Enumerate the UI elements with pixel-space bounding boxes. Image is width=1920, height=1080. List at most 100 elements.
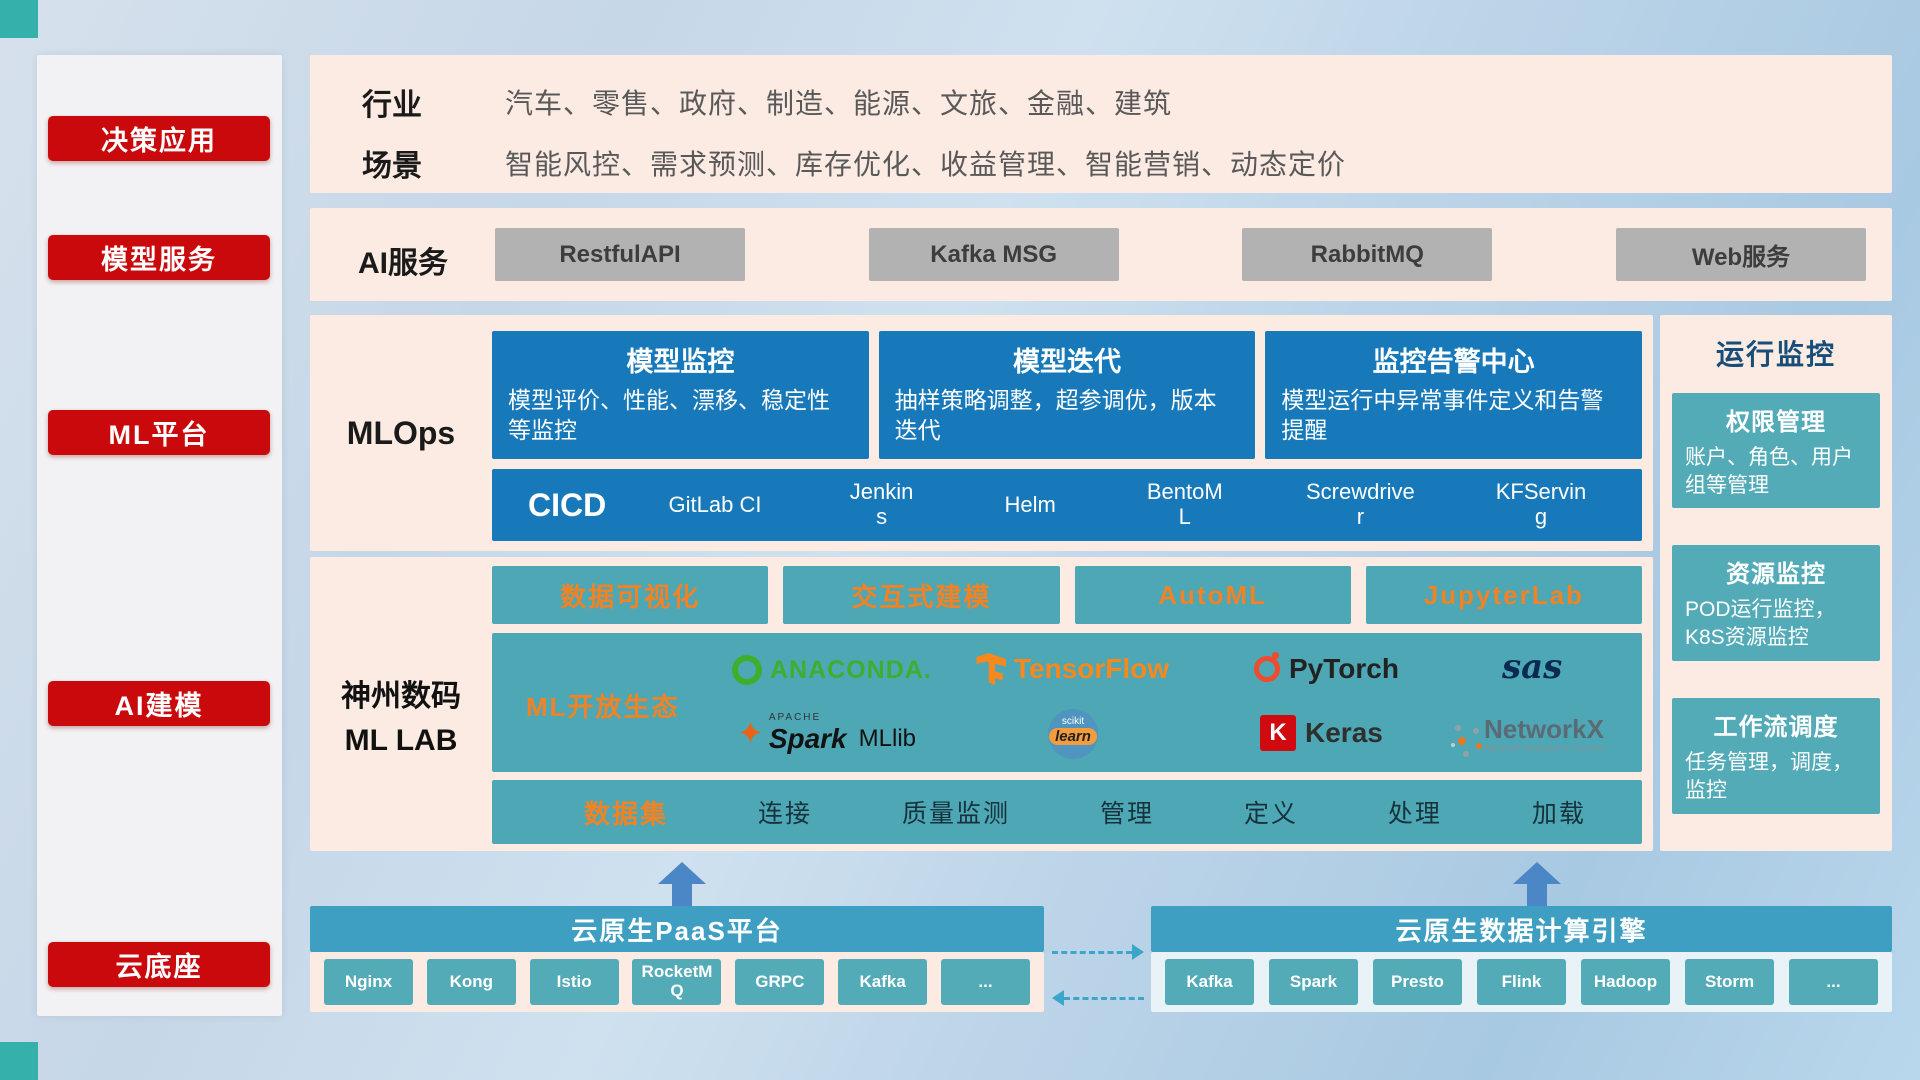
spark-mllib-logo: ✦ APACHE Spark MLlib <box>737 713 916 753</box>
anaconda-icon <box>732 655 762 685</box>
layer-ml-platform: ML平台 <box>48 410 270 455</box>
layer-sidebar: 决策应用 模型服务 ML平台 AI建模 云底座 <box>37 55 282 1016</box>
card-desc: 模型评价、性能、漂移、稳定性等监控 <box>508 387 830 444</box>
dashed-line <box>1052 950 1132 954</box>
cicd-bentoml: BentoML <box>1146 479 1223 529</box>
kafka-engine-box: Kafka <box>1165 959 1254 1005</box>
flink-box: Flink <box>1477 959 1566 1005</box>
more-engine-box: ... <box>1789 959 1878 1005</box>
card-desc: 账户、角色、用户组等管理 <box>1685 446 1853 497</box>
arrow-head <box>1513 862 1561 884</box>
arrow-stem <box>672 884 692 906</box>
layer-ai-modeling: AI建模 <box>48 681 270 726</box>
arrow-head <box>1132 944 1144 960</box>
layer-cloud-base: 云底座 <box>48 942 270 987</box>
up-arrow-left-icon <box>658 862 706 906</box>
paas-platform-bar: 云原生PaaS平台 <box>310 906 1044 952</box>
cicd-screwdriver: Screwdriver <box>1305 479 1415 529</box>
dataset-label: 数据集 <box>584 798 669 829</box>
pytorch-icon <box>1254 652 1280 682</box>
tensorflow-logo: TensorFlow <box>974 653 1169 685</box>
process-label: 处理 <box>1387 800 1442 828</box>
card-desc: 模型运行中异常事件定义和告警提醒 <box>1281 387 1604 444</box>
hadoop-box: Hadoop <box>1581 959 1670 1005</box>
dashed-arrow-right-icon <box>1052 944 1144 960</box>
mlops-cards: 模型监控 模型评价、性能、漂移、稳定性等监控 模型迭代 抽样策略调整，超参调优，… <box>492 331 1643 459</box>
scikit-learn-icon: scikit learn <box>1048 709 1098 759</box>
cicd-label: CICD <box>528 486 607 523</box>
card-title: 模型迭代 <box>1013 347 1121 377</box>
load-label: 加载 <box>1531 800 1586 828</box>
spark-icon: ✦ <box>737 715 764 751</box>
cicd-kfserving: KFServing <box>1495 479 1587 529</box>
kong-box: Kong <box>426 959 516 1005</box>
mlops-panel: MLOps 模型监控 模型评价、性能、漂移、稳定性等监控 模型迭代 抽样策略调整… <box>310 315 1653 551</box>
card-title: 模型监控 <box>626 347 735 377</box>
corner-decor-bottom <box>0 1042 38 1080</box>
keras-wordmark: Keras <box>1305 717 1383 748</box>
workflow-schedule-card: 工作流调度 任务管理，调度，监控 <box>1672 698 1880 814</box>
ml-ecosystem-band: ML开放生态 ANACONDA. TensorFlow PyTorch sas … <box>492 633 1642 772</box>
tensorflow-wordmark: TensorFlow <box>1014 653 1170 684</box>
dataset-pipeline-row: 数据集 连接 质量监测 管理 定义 处理 加载 <box>492 780 1642 844</box>
paas-components-strip: Nginx Kong Istio RocketMQ GRPC Kafka ... <box>310 952 1044 1012</box>
keras-logo: K Keras <box>1260 715 1383 751</box>
manage-label: 管理 <box>1099 800 1154 828</box>
card-title: 资源监控 <box>1726 561 1826 588</box>
presto-box: Presto <box>1373 959 1462 1005</box>
card-title: 工作流调度 <box>1713 714 1839 741</box>
ai-service-panel: AI服务 RestfulAPI Kafka MSG RabbitMQ Web服务 <box>310 208 1892 301</box>
cicd-gitlab-ci: GitLab CI <box>668 491 762 517</box>
mllib-label: MLlib <box>858 725 916 752</box>
tool-interactive-modeling: 交互式建模 <box>783 566 1060 624</box>
arrow-head <box>658 862 706 884</box>
ai-service-buttons: RestfulAPI Kafka MSG RabbitMQ Web服务 <box>495 228 1866 281</box>
mllab-label-line2: ML LAB <box>344 723 458 757</box>
card-desc: 任务管理，调度，监控 <box>1685 751 1853 802</box>
dashed-arrow-left-icon <box>1052 990 1144 1006</box>
corner-decor-top <box>0 0 38 38</box>
card-desc: POD运行监控，K8S资源监控 <box>1685 598 1836 649</box>
define-label: 定义 <box>1243 800 1298 828</box>
tool-data-visualization: 数据可视化 <box>492 566 769 624</box>
card-desc: 抽样策略调整，超参调优，版本迭代 <box>894 387 1217 444</box>
card-title: 监控告警中心 <box>1372 347 1535 377</box>
connect-label: 连接 <box>757 800 812 828</box>
mllab-tools: 数据可视化 交互式建模 AutoML JupyterLab <box>492 566 1642 624</box>
resource-monitor-card: 资源监控 POD运行监控，K8S资源监控 <box>1672 545 1880 661</box>
spark-wordmark: Spark <box>768 723 847 754</box>
cicd-helm: Helm <box>1004 491 1056 517</box>
pytorch-flame-dot <box>1272 652 1279 659</box>
up-arrow-right-icon <box>1513 862 1561 906</box>
data-engine-bar: 云原生数据计算引擎 <box>1151 906 1892 952</box>
sas-wordmark: sas <box>1502 647 1563 687</box>
model-iteration-card: 模型迭代 抽样策略调整，超参调优，版本迭代 <box>878 331 1256 459</box>
engine-components-strip: Kafka Spark Presto Flink Hadoop Storm ..… <box>1151 952 1892 1012</box>
networkx-logo: NetworkX Network Analysis in Python <box>1450 715 1606 753</box>
layer-model-service: 模型服务 <box>48 235 270 280</box>
networkx-wordmark-col: NetworkX Network Analysis in Python <box>1484 715 1606 753</box>
networkx-icon <box>1458 737 1466 746</box>
rabbitmq-box: RabbitMQ <box>1242 228 1493 281</box>
runtime-monitor-title: 运行监控 <box>1715 339 1836 370</box>
cicd-jenkins: Jenkins <box>849 479 914 529</box>
cicd-items: GitLab CI Jenkins Helm BentoML Screwdriv… <box>662 479 1642 529</box>
anaconda-logo: ANACONDA. <box>732 655 932 685</box>
kafka-msg-box: Kafka MSG <box>868 228 1119 281</box>
cicd-bar: CICD GitLab CI Jenkins Helm BentoML Scre… <box>492 469 1642 541</box>
spark-wordmark-col: APACHE Spark <box>769 713 847 753</box>
more-box: ... <box>940 959 1030 1005</box>
arrow-head <box>1052 990 1064 1006</box>
scene-label: 场景 <box>362 150 422 183</box>
industry-scene-panel: 行业 汽车、零售、政府、制造、能源、文旅、金融、建筑 场景 智能风控、需求预测、… <box>310 55 1892 193</box>
storm-box: Storm <box>1685 959 1774 1005</box>
alert-center-card: 监控告警中心 模型运行中异常事件定义和告警提醒 <box>1265 331 1643 459</box>
pytorch-logo: PyTorch <box>1254 652 1399 685</box>
pytorch-wordmark: PyTorch <box>1289 653 1399 684</box>
mllab-label: 神州数码 ML LAB <box>310 675 492 762</box>
tool-automl: AutoML <box>1074 566 1351 624</box>
scikit-learn-logo: scikit learn <box>1048 709 1098 759</box>
ml-ecosystem-label: ML开放生态 <box>526 692 680 722</box>
sas-logo: sas <box>1502 647 1562 687</box>
